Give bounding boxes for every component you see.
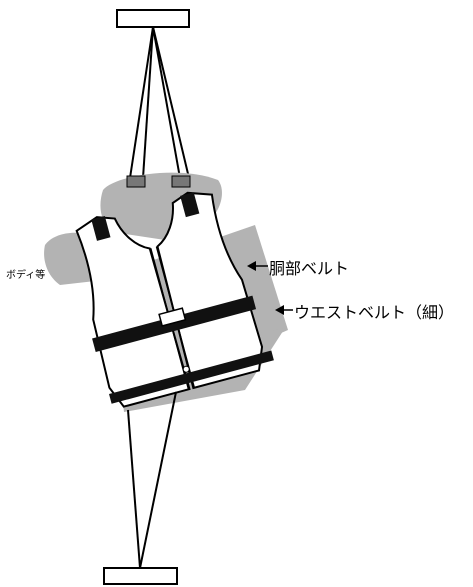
chest-belt-leader (247, 261, 268, 271)
bottom-suspension-lines (127, 391, 177, 569)
vest-right-half (156, 191, 264, 390)
waist-belt (109, 350, 274, 404)
left-hook-plate (126, 175, 146, 188)
vest (75, 191, 274, 408)
waist-belt-buckle (182, 365, 190, 373)
chest-belt-buckle (158, 307, 187, 327)
right-hook-plate (171, 175, 191, 188)
body-label: ボディ等 (6, 270, 46, 281)
chest-belt-label: 胴部ベルト (269, 259, 350, 278)
chest-belt (92, 295, 257, 353)
vest-left-half (75, 216, 191, 408)
top-suspension-lines (129, 26, 190, 179)
left-shoulder-strap (91, 216, 111, 241)
right-shoulder-strap (180, 192, 200, 218)
waist-belt-leader (275, 305, 293, 315)
waist-belt-label: ウエストベルト（細） (294, 303, 455, 322)
bottom-anchor-bar (103, 567, 178, 585)
top-anchor-bar (116, 9, 190, 28)
